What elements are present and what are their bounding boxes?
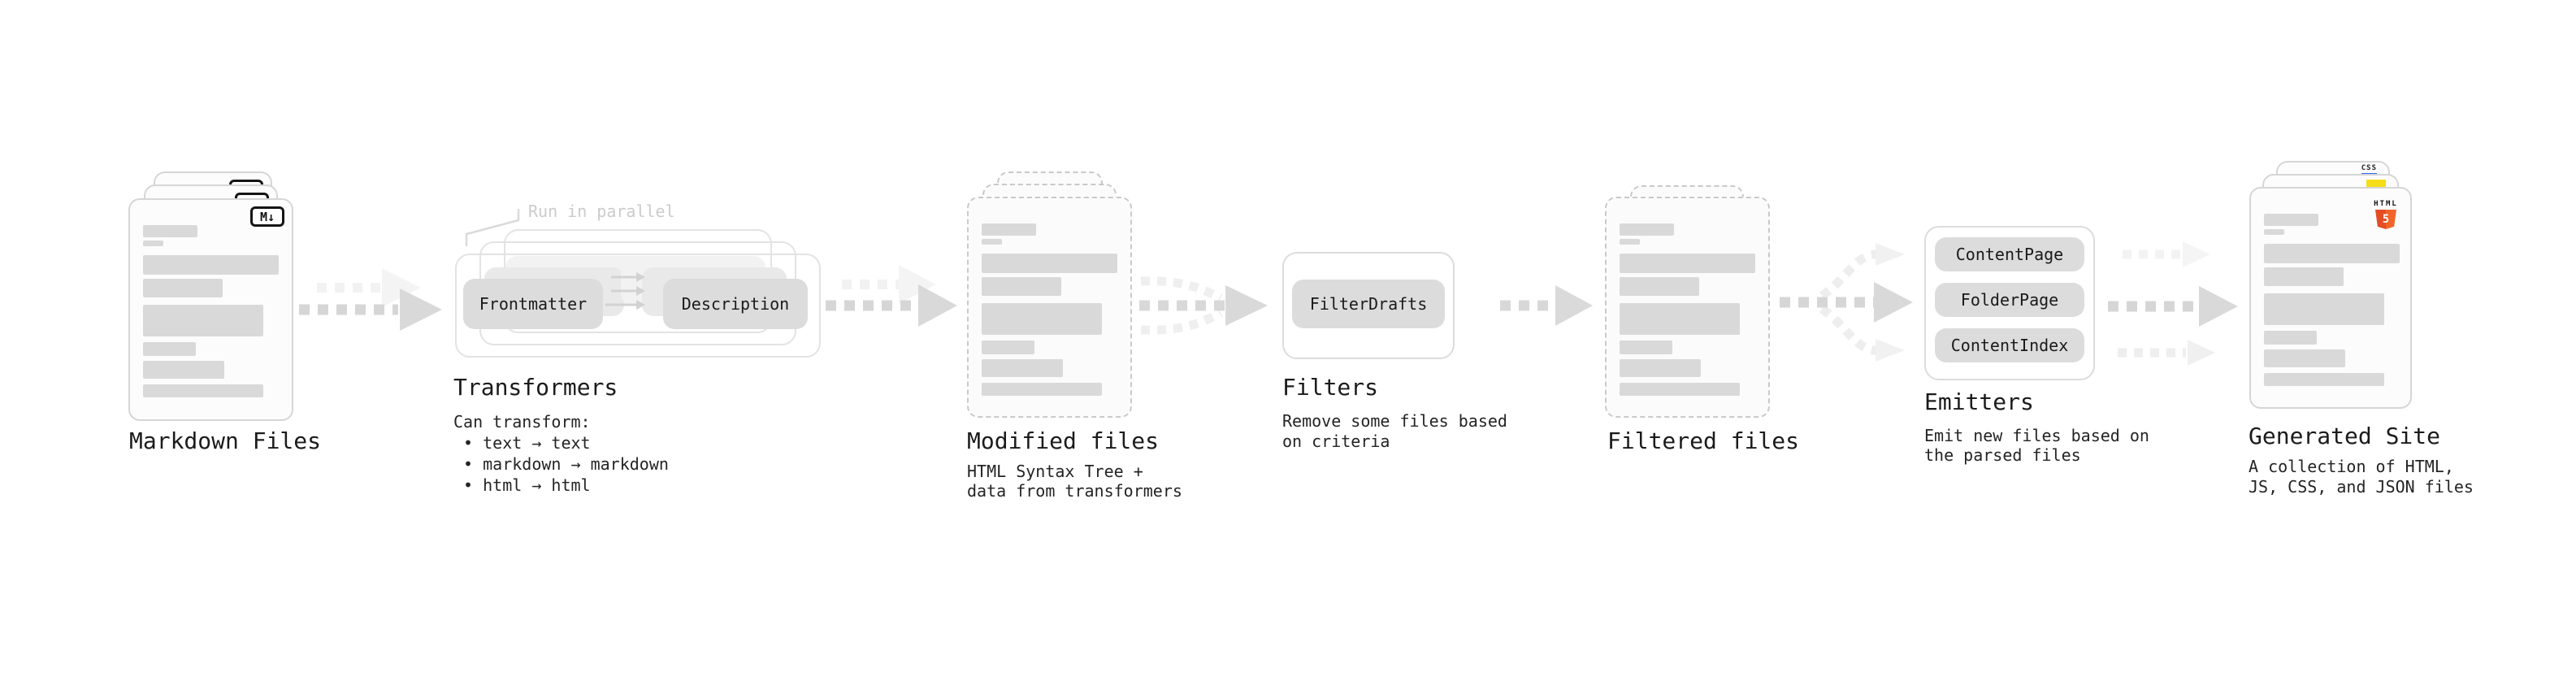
markdown-icon: M↓ — [250, 206, 284, 227]
placeholder-text-bar — [2264, 267, 2344, 286]
placeholder-text-bar — [982, 359, 1063, 377]
placeholder-text-bar — [143, 241, 163, 246]
placeholder-text-bar — [143, 305, 263, 336]
placeholder-text-bar — [2264, 331, 2317, 345]
arrow-filters-to-filtered — [1500, 285, 1593, 326]
placeholder-text-bar — [2264, 373, 2384, 386]
emitter-pill-folderpage: FolderPage — [1935, 283, 2084, 317]
placeholder-text-bar — [2264, 293, 2384, 325]
run-in-parallel-annotation: Run in parallel — [528, 202, 675, 221]
file-card-front — [1605, 197, 1770, 418]
placeholder-text-bar — [982, 303, 1102, 335]
html5-icon: HTML 5 — [2371, 193, 2400, 229]
placeholder-text-bar — [2264, 349, 2345, 367]
placeholder-text-bar — [2264, 229, 2284, 235]
transformer-pill-frontmatter: Frontmatter — [463, 279, 603, 329]
arrow-modified-to-filters — [1139, 276, 1268, 335]
modified-files-description: HTML Syntax Tree + data from transformer… — [967, 462, 1182, 501]
file-card-front: M↓ — [128, 198, 293, 421]
emitters-box — [1924, 226, 2095, 380]
transformers-label: Transformers — [453, 374, 618, 401]
placeholder-text-bar — [143, 361, 224, 379]
placeholder-text-bar — [1620, 239, 1640, 245]
arrow-emitters-to-generated — [2108, 241, 2238, 366]
placeholder-text-bar — [1620, 303, 1740, 335]
placeholder-text-bar — [143, 342, 196, 356]
placeholder-text-bar — [1620, 254, 1755, 273]
arrow-filtered-to-emitters — [1780, 243, 1913, 362]
placeholder-text-bar — [1620, 223, 1674, 236]
filter-pill-filterdrafts: FilterDrafts — [1292, 280, 1445, 328]
emitters-label: Emitters — [1924, 388, 2034, 415]
filtered-files-label: Filtered files — [1607, 427, 1800, 454]
arrow-transformers-to-modified — [826, 265, 957, 327]
placeholder-text-bar — [143, 279, 223, 297]
generated-site-description: A collection of HTML, JS, CSS, and JSON … — [2249, 457, 2474, 497]
html5-icon-text: HTML — [2374, 200, 2398, 208]
transformers-box — [455, 254, 821, 358]
placeholder-text-bar — [1620, 277, 1699, 296]
filters-description: Remove some files based on criteria — [1282, 411, 1507, 451]
transformer-pill-description: Description — [663, 279, 808, 329]
placeholder-text-bar — [1620, 340, 1672, 354]
markdown-files-label: Markdown Files — [129, 427, 322, 454]
placeholder-text-bar — [982, 239, 1002, 245]
filters-label: Filters — [1282, 374, 1379, 401]
placeholder-text-bar — [143, 225, 197, 237]
placeholder-text-bar — [2264, 214, 2318, 226]
placeholder-text-bar — [982, 340, 1034, 354]
placeholder-text-bar — [1620, 359, 1701, 377]
filters-box — [1282, 252, 1455, 359]
placeholder-text-bar — [143, 384, 263, 397]
placeholder-text-bar — [982, 223, 1036, 236]
emitters-description: Emit new files based on the parsed files — [1924, 426, 2149, 465]
placeholder-text-bar — [2264, 244, 2400, 263]
generated-site-label: Generated Site — [2249, 423, 2441, 449]
placeholder-text-bar — [982, 254, 1117, 273]
file-card-front: HTML 5 — [2249, 187, 2412, 409]
transformers-description: Can transform: • text → text • markdown … — [453, 412, 669, 495]
placeholder-text-bar — [982, 383, 1102, 396]
arrow-markdown-to-transformers — [299, 268, 442, 331]
placeholder-text-bar — [143, 255, 279, 275]
placeholder-text-bar — [982, 277, 1061, 296]
emitter-pill-contentpage: ContentPage — [1935, 237, 2084, 271]
emitter-pill-contentindex: ContentIndex — [1935, 328, 2084, 362]
placeholder-text-bar — [1620, 383, 1740, 396]
html5-icon-shield: 5 — [2375, 210, 2396, 229]
modified-files-label: Modified files — [967, 427, 1160, 454]
file-card-front — [967, 197, 1132, 418]
